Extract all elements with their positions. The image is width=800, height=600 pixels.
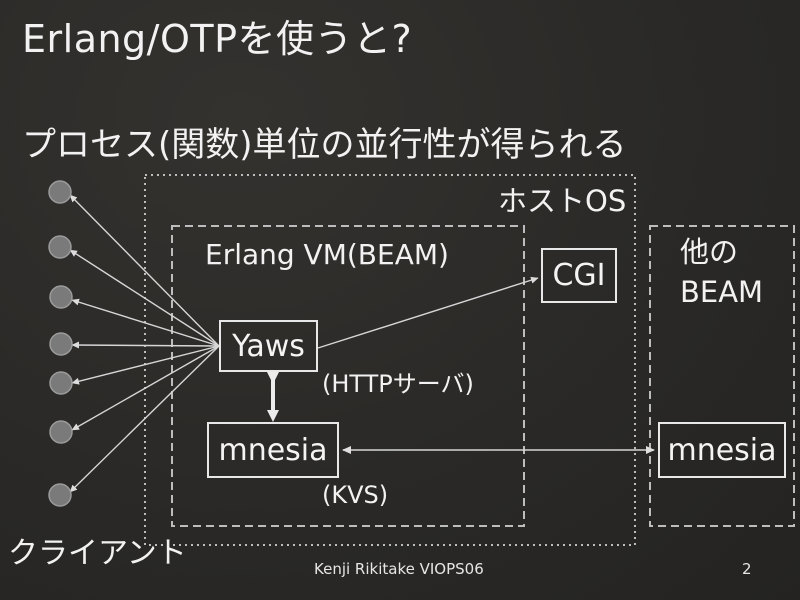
footer-text: Kenji Rikitake VIOPS06 xyxy=(314,560,484,578)
yaws-box: Yaws xyxy=(219,320,318,372)
client-arrow xyxy=(69,194,220,347)
client-node xyxy=(48,180,72,204)
client-arrow xyxy=(69,345,220,493)
erlang-vm-label: Erlang VM(BEAM) xyxy=(205,238,449,271)
client-node xyxy=(49,371,73,395)
other-beam-boundary xyxy=(649,225,795,527)
client-arrow xyxy=(71,298,220,347)
host-os-label: ホストOS xyxy=(498,184,627,218)
client-node xyxy=(49,420,73,444)
http-server-label: (HTTPサーバ) xyxy=(322,370,474,398)
client-label: クライアント xyxy=(8,536,187,571)
client-connections xyxy=(69,194,220,493)
host-os-boundary xyxy=(144,174,636,546)
client-arrow xyxy=(71,345,220,431)
remote-mnesia-box: mnesia xyxy=(658,422,786,478)
slide-subtitle: プロセス(関数)単位の並行性が得られる xyxy=(22,125,627,165)
other-beam-label-line1: 他の xyxy=(680,235,739,269)
client-arrow xyxy=(69,249,220,347)
kvs-label: (KVS) xyxy=(322,481,389,509)
client-arrow xyxy=(71,341,220,349)
yaws-cgi-arrow xyxy=(317,276,539,349)
page-number: 2 xyxy=(742,560,752,578)
cgi-box: CGI xyxy=(541,248,617,303)
client-nodes xyxy=(48,180,73,507)
other-beam-label: 他の BEAM xyxy=(680,232,763,312)
slide-title: Erlang/OTPを使うと? xyxy=(22,17,413,61)
client-node xyxy=(48,483,72,507)
client-node xyxy=(49,285,73,309)
client-node xyxy=(48,235,72,259)
client-arrow xyxy=(71,345,220,385)
other-beam-label-line2: BEAM xyxy=(680,275,764,309)
mnesia-box: mnesia xyxy=(207,422,339,478)
erlang-vm-boundary xyxy=(171,225,525,527)
client-node xyxy=(49,332,73,356)
